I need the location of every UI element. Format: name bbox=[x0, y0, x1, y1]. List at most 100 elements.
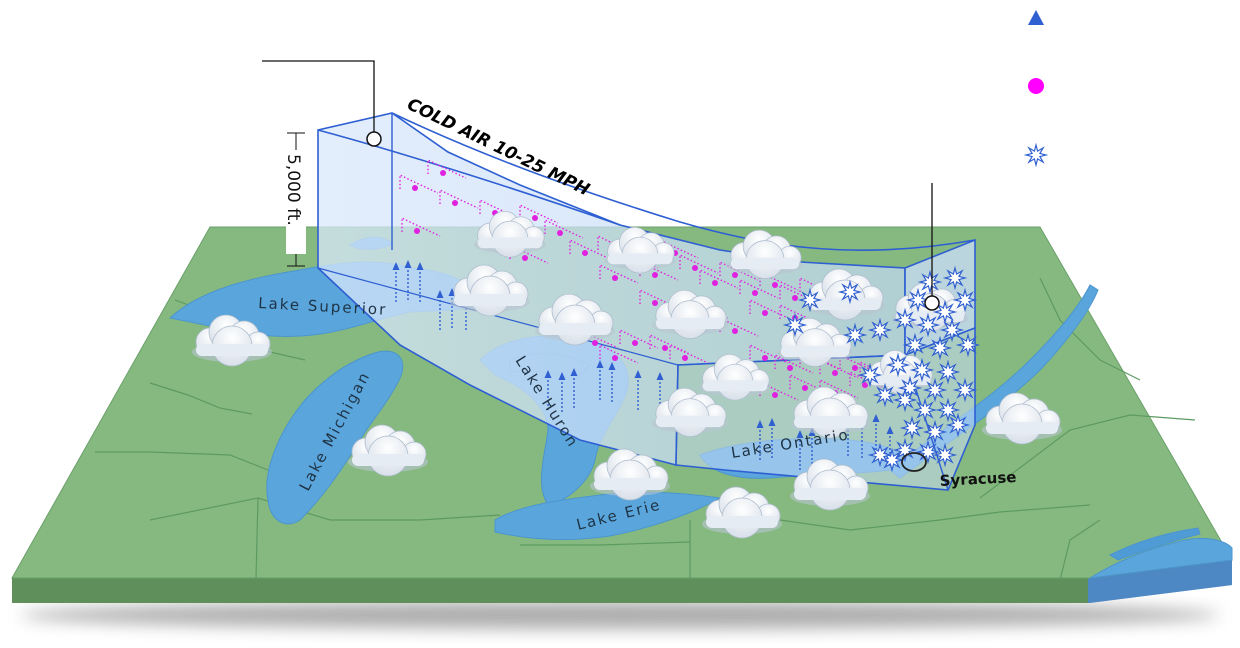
moisture-dot bbox=[772, 282, 778, 288]
moisture-dot bbox=[692, 265, 698, 271]
snowflake-icon bbox=[915, 439, 941, 465]
dot-icon bbox=[1028, 78, 1044, 94]
moisture-dot bbox=[832, 370, 838, 376]
moisture-dot bbox=[852, 365, 858, 371]
height-marker: 5,000 ft. bbox=[283, 132, 306, 267]
wind-barb-icon bbox=[399, 173, 439, 194]
map-front-edge bbox=[12, 578, 1090, 603]
up-arrow-icon bbox=[558, 372, 566, 412]
snowflake-icon bbox=[797, 287, 823, 313]
syracuse-label: Syracuse bbox=[939, 468, 1017, 490]
snowflake-icon bbox=[909, 357, 935, 383]
wind-barb-icon bbox=[519, 203, 559, 224]
up-arrow-icon bbox=[570, 368, 578, 408]
up-arrow-icon bbox=[634, 370, 642, 410]
snowflake-icon bbox=[935, 397, 961, 423]
snowflake-icon bbox=[905, 287, 931, 313]
snowflake-icon bbox=[955, 332, 981, 358]
snowflake-icon bbox=[939, 317, 965, 343]
wind-barb-icon bbox=[739, 278, 779, 299]
cloud-icon bbox=[702, 486, 782, 539]
wind-barb-icon bbox=[779, 283, 819, 304]
snowflake-icon bbox=[922, 377, 948, 403]
snowflake-icon bbox=[922, 419, 948, 445]
snowflake-icon bbox=[917, 269, 943, 295]
snowflake-icon bbox=[842, 322, 868, 348]
moisture-dot bbox=[452, 200, 458, 206]
moisture-dot bbox=[522, 255, 528, 261]
moisture-dot bbox=[652, 272, 658, 278]
cloud-icon bbox=[450, 264, 530, 317]
height-label: 5,000 ft. bbox=[283, 154, 303, 226]
wind-barb-icon bbox=[749, 343, 789, 364]
cloud-icon bbox=[699, 353, 771, 401]
snowflake-icon bbox=[912, 397, 938, 423]
long-island-sound-shape bbox=[1108, 527, 1201, 561]
snowflake-icon bbox=[932, 299, 958, 325]
snowflake-icon bbox=[892, 307, 918, 333]
moisture-dot bbox=[440, 170, 446, 176]
wind-barb-icon bbox=[719, 260, 759, 281]
clouds bbox=[192, 210, 1062, 539]
snowflake-icon bbox=[902, 332, 928, 358]
triangle-icon bbox=[1028, 10, 1044, 25]
snowflake-icon bbox=[899, 415, 925, 441]
snowflake-icon bbox=[867, 317, 893, 343]
cloud-icon bbox=[474, 210, 546, 258]
syracuse-marker: Syracuse bbox=[901, 452, 1017, 490]
wind-barb-icon bbox=[639, 288, 679, 309]
snowflake-icon bbox=[935, 359, 961, 385]
snowflake-icon bbox=[892, 437, 918, 463]
snowfall bbox=[782, 265, 981, 473]
moisture-dot bbox=[632, 340, 638, 346]
moisture-dot bbox=[792, 295, 798, 301]
cloud-icon bbox=[604, 226, 676, 274]
legend bbox=[1023, 10, 1049, 168]
up-arrow-icon bbox=[768, 418, 776, 458]
wind-barb-icon bbox=[599, 343, 639, 364]
moisture-dot bbox=[787, 365, 793, 371]
coastal-water-shape bbox=[1089, 537, 1233, 579]
up-arrow-icon bbox=[392, 262, 400, 302]
wind-barb-icon bbox=[544, 218, 584, 239]
snowflake-icon bbox=[782, 312, 808, 338]
moisture-dot bbox=[712, 280, 718, 286]
moisture-dot bbox=[612, 355, 618, 361]
cloud-icon bbox=[652, 289, 728, 339]
map-shadow bbox=[20, 601, 1220, 629]
snowflake-icon bbox=[932, 442, 958, 468]
snowflake-icon bbox=[915, 312, 941, 338]
up-arrow-icon bbox=[796, 430, 804, 470]
wind-barb-icon bbox=[849, 370, 889, 391]
cloud-icon bbox=[535, 293, 615, 346]
up-arrow-icon bbox=[416, 262, 424, 302]
up-arrow-icon bbox=[436, 290, 444, 330]
moisture-dot bbox=[862, 382, 868, 388]
wind-barb-icon bbox=[749, 298, 789, 319]
moisture-dot bbox=[802, 385, 808, 391]
moisture-dot bbox=[414, 228, 420, 234]
up-arrow-icon bbox=[872, 414, 880, 454]
cold-air-callout-dot bbox=[366, 131, 382, 147]
snowflake-icon bbox=[892, 387, 918, 413]
wind-barb-icon bbox=[439, 188, 479, 209]
snowflake-icon bbox=[885, 352, 911, 378]
moisture-dot bbox=[652, 300, 658, 306]
up-arrow-icon bbox=[404, 260, 412, 300]
up-arrow-icon bbox=[596, 360, 604, 400]
cloud-icon bbox=[790, 458, 870, 511]
wind-barb-icon bbox=[679, 253, 719, 274]
wind-barb-icon bbox=[649, 333, 689, 354]
callout-leaders bbox=[262, 60, 940, 311]
moisture-dot bbox=[732, 328, 738, 334]
moisture-dot bbox=[412, 185, 418, 191]
moisture-dot bbox=[582, 250, 588, 256]
wind-barb-icon bbox=[569, 238, 609, 259]
wind-barb-icon bbox=[774, 353, 814, 374]
wind-barb-icon bbox=[669, 343, 709, 364]
moisture-dot bbox=[592, 340, 598, 346]
snowflake-icon bbox=[837, 279, 863, 305]
moisture-dot bbox=[752, 290, 758, 296]
